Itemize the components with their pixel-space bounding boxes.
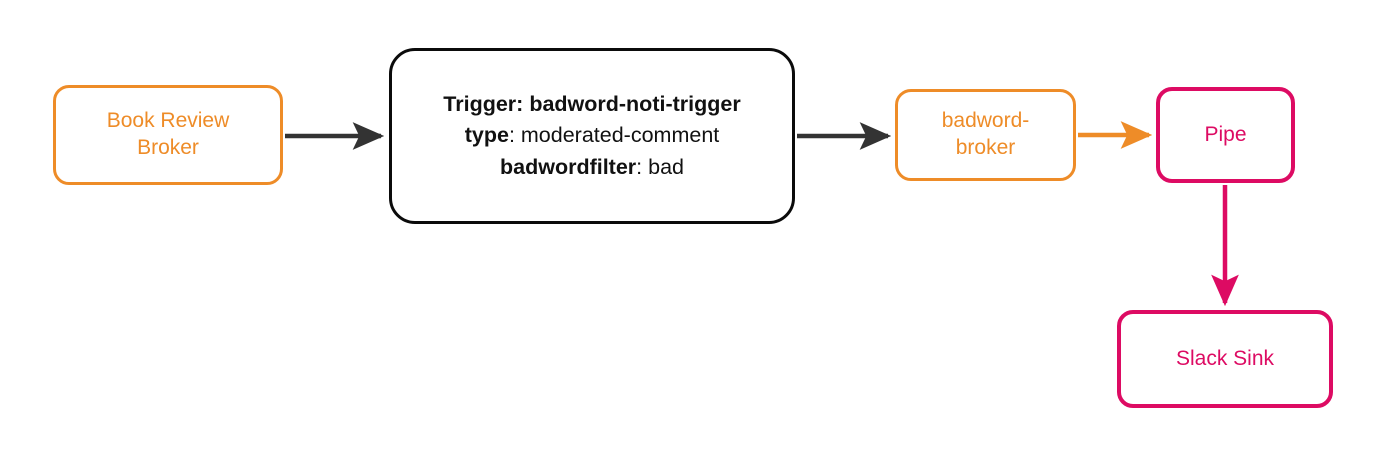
trigger-line-1: Trigger: badword-noti-trigger [443,89,740,120]
trigger-line-2-value: moderated-comment [520,123,720,148]
node-slack-sink-label: Slack Sink [1175,346,1275,370]
node-badword-broker-label: badword- broker [941,109,1030,159]
trigger-line-1-key: Trigger: [443,92,524,117]
trigger-line-1-value: badword-noti-trigger [529,92,741,117]
node-pipe-label: Pipe [1204,122,1247,146]
node-slack-sink[interactable]: Slack Sink [1117,310,1333,408]
trigger-line-2: type: moderated-comment [465,120,720,151]
node-book-review-broker-label: Book Review Broker [106,109,230,159]
trigger-line-3-value: bad [648,154,684,179]
trigger-line-3-key: badwordfilter [500,154,637,179]
trigger-line-2-separator: : [508,123,521,148]
node-pipe[interactable]: Pipe [1156,87,1295,183]
trigger-line-3: badwordfilter: bad [500,152,684,183]
trigger-line-3-separator: : [636,154,649,179]
node-trigger[interactable]: Trigger: badword-noti-trigger type: mode… [389,48,795,224]
node-badword-broker[interactable]: badword- broker [895,89,1076,181]
node-book-review-broker[interactable]: Book Review Broker [53,85,283,185]
trigger-line-2-key: type [464,123,509,148]
